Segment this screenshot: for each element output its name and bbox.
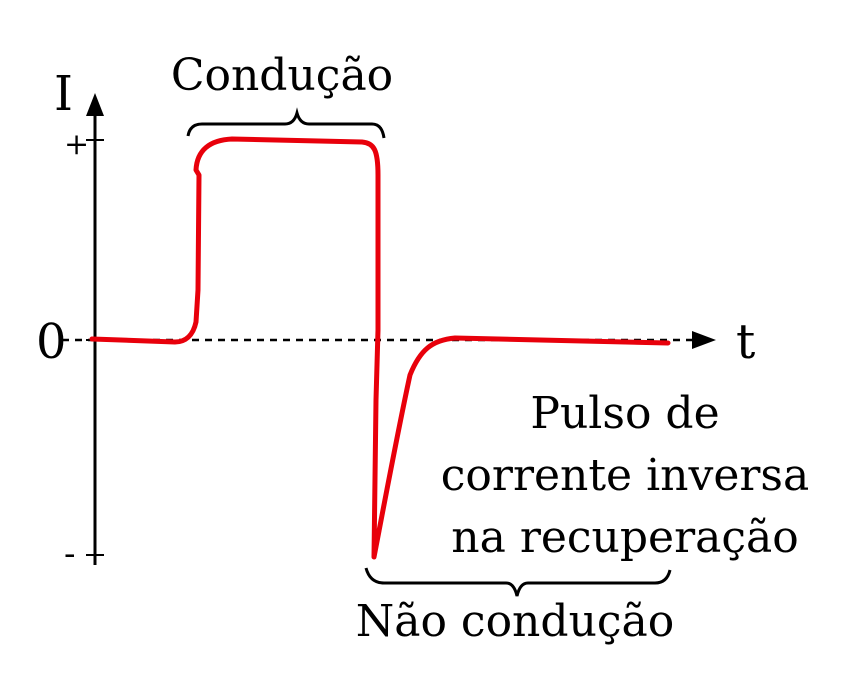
x-axis-label: t <box>736 314 755 370</box>
reverse-pulse-line-1: Pulso de <box>530 388 719 439</box>
tick-plus-label: + <box>64 127 89 162</box>
reverse-pulse-line-3: na recuperação <box>451 512 798 563</box>
tick-minus-label: - <box>64 534 76 574</box>
conduction-label: Condução <box>171 50 393 101</box>
y-axis-arrowhead <box>86 93 104 116</box>
conduction-brace <box>186 107 386 139</box>
reverse-pulse-line-2: corrente inversa <box>441 450 809 501</box>
no-conduction-label: Não condução <box>356 596 675 647</box>
tick-zero-label: 0 <box>36 314 67 370</box>
current-waveform <box>89 136 671 560</box>
no-conduction-brace <box>364 567 672 597</box>
x-axis-arrowhead <box>692 331 716 349</box>
y-axis-label: I <box>54 66 73 122</box>
